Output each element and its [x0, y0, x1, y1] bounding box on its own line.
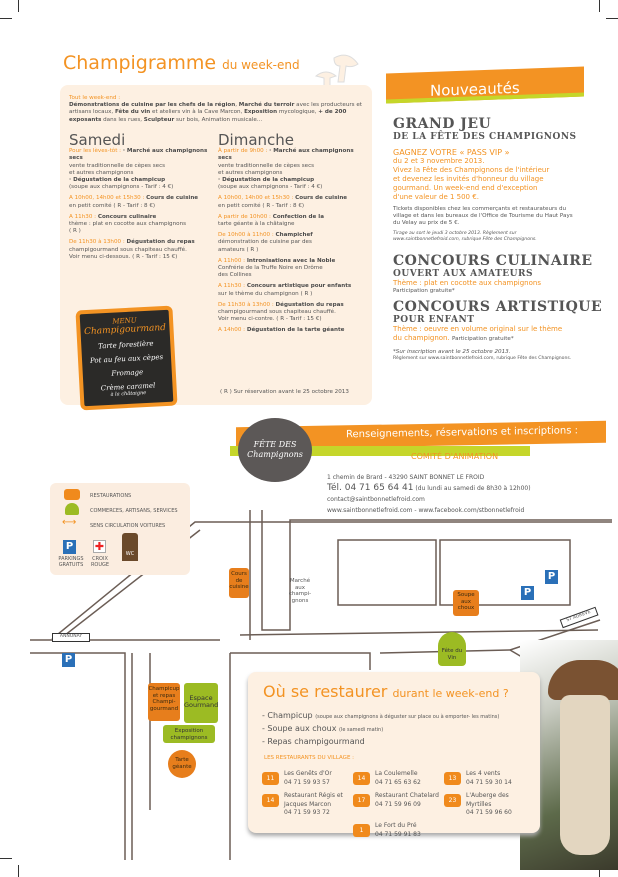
legend-restaurations: RESTAURATIONS — [90, 493, 132, 499]
crop-mark — [0, 18, 12, 19]
parking-icon: P — [63, 540, 76, 554]
map-tarte-geante: Tarte géante — [168, 750, 196, 778]
program-box: Tout le week-end : Démonstrations de cui… — [60, 85, 372, 405]
samedi-column: Samedi Pour les lèves-tôt : · Marché aux… — [69, 131, 214, 261]
legend-parking: PARKINGS GRATUITS — [58, 556, 84, 568]
map-cours-cuisine: Cours de cuisine — [229, 568, 249, 598]
email-link[interactable]: contact@saintbonnetlefroid.com — [327, 496, 425, 503]
artistique-subtitle: POUR ENFANT — [393, 314, 475, 325]
village-label: LES RESTAURANTS DU VILLAGE : — [264, 755, 355, 761]
phone: Tél. 04 71 65 64 41 — [327, 483, 414, 493]
legend-sens: SENS CIRCULATION VOITURES — [90, 523, 166, 529]
crop-mark — [606, 18, 618, 19]
restaurant-number-badge: 14 — [262, 794, 279, 807]
footnote-2: Règlement sur www.saintbonnetlefroid.com… — [393, 356, 572, 362]
restaurant-number-badge: 1 — [353, 824, 370, 837]
menu-item: Fromage — [111, 368, 144, 378]
two-way-arrow-icon: ⟷ — [62, 517, 77, 528]
restaurant-icon — [64, 489, 80, 500]
contact-info: 1 chemin de Brard - 43290 SAINT BONNET L… — [327, 472, 531, 516]
samedi-title: Samedi — [69, 131, 126, 149]
grand-jeu-text: GAGNEZ VOTRE « PASS VIP » du 2 et 3 nove… — [393, 148, 550, 201]
mushroom-stem — [560, 695, 610, 855]
footnote: *Sur inscription avant le 25 octobre 201… — [393, 349, 511, 356]
road-sign-annonay: ANNONAY — [52, 633, 90, 642]
news-banner: Nouveautés 2013 ! — [386, 66, 584, 118]
legend-croix-rouge: CROIX ROUGE — [90, 556, 110, 568]
mushroom-cap — [548, 660, 618, 700]
program-item: A 14h00 : Dégustation de la tarte géante — [218, 327, 345, 334]
restaurant-number-badge: 11 — [262, 772, 279, 785]
draw-text: Tirage au sort le jeudi 3 octobre 2013. … — [393, 230, 537, 242]
crop-mark — [18, 0, 19, 12]
program-item: A 10h00, 14h00 et 15h30 : Cours de cuisi… — [218, 195, 348, 209]
news-column: GRAND JEU DE LA FÊTE DES CHAMPIGNONS GAG… — [393, 116, 603, 362]
green-stripe — [230, 446, 530, 456]
red-cross-icon: ✚ — [93, 540, 106, 553]
map-champicup: Champicup et repas Champi-gourmand — [148, 683, 180, 721]
restaurant-number-badge: 23 — [444, 794, 461, 807]
crop-mark — [18, 865, 19, 877]
grand-jeu-title: GRAND JEU — [393, 116, 492, 132]
map-legend: RESTAURATIONS COMMERCES, ARTISANS, SERVI… — [50, 483, 190, 575]
map-exposition: Exposition champignons — [163, 725, 215, 743]
menu-item: Pot au feu aux cèpes — [89, 353, 164, 365]
menu-item: Tarte forestière — [97, 339, 154, 351]
culinaire-subtitle: OUVERT AUX AMATEURS — [393, 268, 533, 279]
program-item: Pour les lèves-tôt : · Marché aux champi… — [69, 148, 208, 191]
wc-icon: WC — [122, 533, 138, 561]
culinaire-title: CONCOURS CULINAIRE — [393, 252, 593, 269]
weekend-text: Démonstrations de cuisine par les chefs … — [69, 102, 362, 123]
weekend-label: Tout le week-end : — [69, 95, 121, 101]
web-links[interactable]: www.saintbonnetlefroid.com - www.faceboo… — [327, 507, 525, 514]
crop-mark — [0, 858, 12, 859]
restaurant-number-badge: 13 — [444, 772, 461, 785]
restaurants-box: Où se restaurer durant le week-end ? - C… — [248, 672, 540, 838]
restaurant-number-badge: 17 — [353, 794, 370, 807]
program-item: À partir de 9h00 : · Marché aux champign… — [218, 148, 354, 191]
tickets-text: Tickets disponibles chez les commerçants… — [393, 206, 573, 227]
map-soupe-aux-choux: Soupe aux choux — [453, 590, 479, 616]
map-fete-du-vin: Fête du Vin — [438, 632, 466, 666]
reservation-note: ( R ) Sur réservation avant le 25 octobr… — [220, 389, 349, 395]
map-espace-gourmand: Espace Gourmand — [184, 683, 218, 723]
offers-list: - Champicup (soupe aux champignons à dég… — [262, 711, 500, 746]
organizer: COMITÉ D'ANIMATION — [411, 452, 499, 461]
culinaire-theme: Thème : plat en cocotte aux champignons — [393, 278, 541, 287]
legend-commerces: COMMERCES, ARTISANS, SERVICES — [90, 508, 178, 514]
hours: (du lundi au samedi de 8h30 à 12h00) — [415, 485, 531, 492]
menu-board: MENU Champigourmand Tarte forestière Pot… — [75, 305, 178, 411]
crop-mark — [599, 865, 600, 877]
fete-champignons-logo: FÊTE DES Champignons — [238, 418, 312, 482]
program-title: Champigramme du week-end — [63, 52, 300, 74]
map-marche: Marché aux champi-gnons — [288, 578, 312, 604]
program-item: A 10h00, 14h00 et 15h30 : Cours de cuisi… — [69, 195, 199, 209]
dimanche-column: Dimanche À partir de 9h00 : · Marché aux… — [218, 131, 368, 335]
mushroom-decoration-icon — [314, 54, 359, 89]
culinaire-note: Participation gratuite* — [393, 287, 455, 294]
artistique-theme: Thème : oeuvre en volume original sur le… — [393, 324, 563, 342]
grand-jeu-subtitle: DE LA FÊTE DES CHAMPIGNONS — [393, 132, 577, 142]
dimanche-title: Dimanche — [218, 131, 295, 149]
restaurant-number-badge: 14 — [353, 772, 370, 785]
mushroom-icon — [65, 503, 79, 515]
address: 1 chemin de Brard - 43290 SAINT BONNET L… — [327, 474, 485, 481]
program-item: A 11h30 : Concours artistique pour enfan… — [218, 283, 352, 297]
restaurants-title: Où se restaurer durant le week-end ? — [263, 682, 509, 701]
crop-mark — [599, 0, 600, 12]
artistique-title: CONCOURS ARTISTIQUE — [393, 298, 603, 315]
